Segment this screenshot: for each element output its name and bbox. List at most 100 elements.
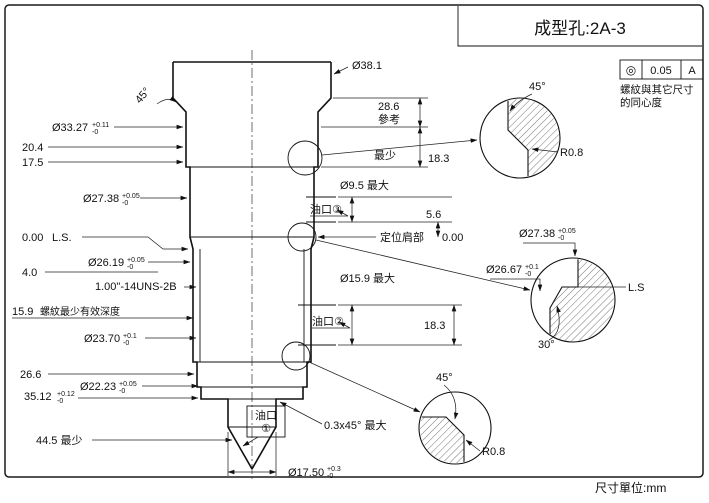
leader-line xyxy=(523,242,578,257)
chamfer-note-label: 0.3x45° 最大 xyxy=(324,418,386,432)
tolerance-lower: -0 xyxy=(127,264,133,271)
tolerance-lower: -0 xyxy=(558,235,564,242)
leader-arc xyxy=(156,96,177,105)
center-dimensions: Ø38.1 45° 28.6 參考 最少 18.3 Ø9.5 最大 油口③ 5.… xyxy=(133,60,463,480)
dim-label-dia9-5: Ø9.5 最大 xyxy=(340,178,389,192)
dim-label-28-6: 28.6 xyxy=(378,101,399,113)
dim-label-dia33-27: Ø33.27 xyxy=(52,122,88,134)
border-frame xyxy=(4,4,704,478)
part-section-view xyxy=(172,61,332,470)
leader-line xyxy=(310,209,349,217)
units-note: 尺寸單位:mm xyxy=(595,480,666,495)
dim-label-20-4: 20.4 xyxy=(22,142,43,154)
tolerance-upper: +0.11 xyxy=(92,122,109,129)
detail-view-2: L.S Ø27.38 +0.05 -0 Ø26.67 +0.1 -0 30° xyxy=(486,228,645,351)
page-frame: 成型孔:2A-3 尺寸單位:mm xyxy=(4,4,704,495)
port1-number: ① xyxy=(261,423,271,435)
leader-line xyxy=(490,278,543,292)
detail-leader-line xyxy=(315,239,531,291)
leader-line xyxy=(82,236,189,252)
dim-label-dia23-70: Ø23.70 xyxy=(84,333,120,345)
port2-label: 油口② xyxy=(312,314,344,328)
dim-label-5-6: 5.6 xyxy=(426,209,441,221)
leader-line xyxy=(465,439,481,452)
tolerance-lower: -0 xyxy=(122,200,128,207)
leader-line xyxy=(312,321,351,329)
dim-label-dia27-38: Ø27.38 xyxy=(83,193,119,205)
detail-edge xyxy=(420,416,465,463)
page-title: 成型孔:2A-3 xyxy=(534,19,626,38)
detail-edge xyxy=(507,99,529,177)
detail1-radius-label: R0.8 xyxy=(560,147,583,159)
dim-label-17-5: 17.5 xyxy=(22,157,43,169)
tolerance-lower: -0 xyxy=(525,271,531,278)
thread-depth-note: 螺紋最少有效深度 xyxy=(40,305,120,318)
dim-label-dia22-23: Ø22.23 xyxy=(80,381,116,393)
min-label: 最少 xyxy=(374,149,396,162)
title-box-divider xyxy=(457,6,702,47)
port3-label: 油口③ xyxy=(310,202,342,216)
detail-view-3: 45° R0.8 xyxy=(418,372,505,465)
detail-view-1: 45° R0.8 xyxy=(479,81,583,179)
gdt-datum: A xyxy=(688,65,696,77)
leader-line xyxy=(531,147,559,153)
detail2-ls-label: L.S xyxy=(628,282,645,294)
detail-circle xyxy=(479,97,561,179)
tolerance-upper: +0.05 xyxy=(119,381,137,388)
detail-leader-line xyxy=(308,361,421,413)
shoulder-zero-label: 0.00 xyxy=(442,232,463,244)
dim-label-18-3-mid: 18.3 xyxy=(424,320,445,332)
reference-label: 參考 xyxy=(378,112,400,126)
dim-label-18-3-top: 18.3 xyxy=(428,153,449,165)
leader-line xyxy=(333,66,349,75)
hatch-area xyxy=(550,259,614,341)
tolerance-lower: -0 xyxy=(57,398,63,405)
dim-label-dia26-19: Ø26.19 xyxy=(88,257,124,269)
detail-indicator-circle xyxy=(287,140,323,176)
dim-label-4-0: 4.0 xyxy=(22,267,37,279)
thread-spec-label: 1.00"-14UNS-2B xyxy=(95,281,177,293)
dim-label-35-12: 35.12 xyxy=(24,391,52,403)
tolerance-upper: +0.05 xyxy=(127,257,145,264)
gdt-callout: ◎ 0.05 A 螺紋與其它尺寸 的同心度 xyxy=(619,59,704,109)
detail-edge xyxy=(549,259,579,341)
dim-label-45deg-top: 45° xyxy=(133,85,153,105)
tolerance-lower: -0 xyxy=(123,340,129,347)
tolerance-upper: +0.12 xyxy=(57,391,75,398)
tolerance-lower: -0 xyxy=(327,473,333,480)
detail2-angle-label: 30° xyxy=(538,339,555,351)
gdt-tolerance: 0.05 xyxy=(650,65,671,77)
detail-indicator-circle xyxy=(287,222,317,252)
detail-indicator-circle xyxy=(281,341,311,371)
tolerance-upper: +0.1 xyxy=(123,333,137,340)
part-left-profile xyxy=(172,62,253,470)
concentricity-icon: ◎ xyxy=(626,63,636,77)
detail3-angle-label: 45° xyxy=(436,372,453,384)
leader-line xyxy=(279,401,323,425)
dim-label-15-9: 15.9 xyxy=(12,306,33,318)
locating-surface-label: L.S. xyxy=(52,232,72,244)
locating-shoulder-label: 定位肩部 xyxy=(380,230,424,244)
dim-label-dia17-50: Ø17.50 xyxy=(288,467,324,479)
datum-zero-label: 0.00 xyxy=(22,232,43,244)
leader-arc xyxy=(548,305,561,341)
left-dimensions: 20.4 17.5 Ø33.27 +0.11 -0 Ø27.38 +0.05 -… xyxy=(12,122,233,447)
gdt-note-line1: 螺紋與其它尺寸 xyxy=(620,83,694,96)
detail-leader-line xyxy=(321,138,478,156)
detail2-dia27-38-label: Ø27.38 xyxy=(519,228,555,240)
port1-label-box xyxy=(246,405,286,438)
dim-label-dia38-1: Ø38.1 xyxy=(352,60,382,72)
port1-label: 油口 xyxy=(255,408,277,422)
leader-arc xyxy=(509,93,533,112)
tolerance-lower: -0 xyxy=(119,388,125,395)
tolerance-upper: +0.1 xyxy=(525,264,539,271)
detail-indicators xyxy=(281,138,531,413)
tolerance-upper: +0.3 xyxy=(327,466,341,473)
gdt-note-line2: 的同心度 xyxy=(620,96,662,109)
dim-label-26-6: 26.6 xyxy=(20,369,41,381)
tolerance-lower: -0 xyxy=(92,129,98,136)
tolerance-upper: +0.05 xyxy=(122,193,140,200)
tolerance-upper: +0.05 xyxy=(558,228,576,235)
